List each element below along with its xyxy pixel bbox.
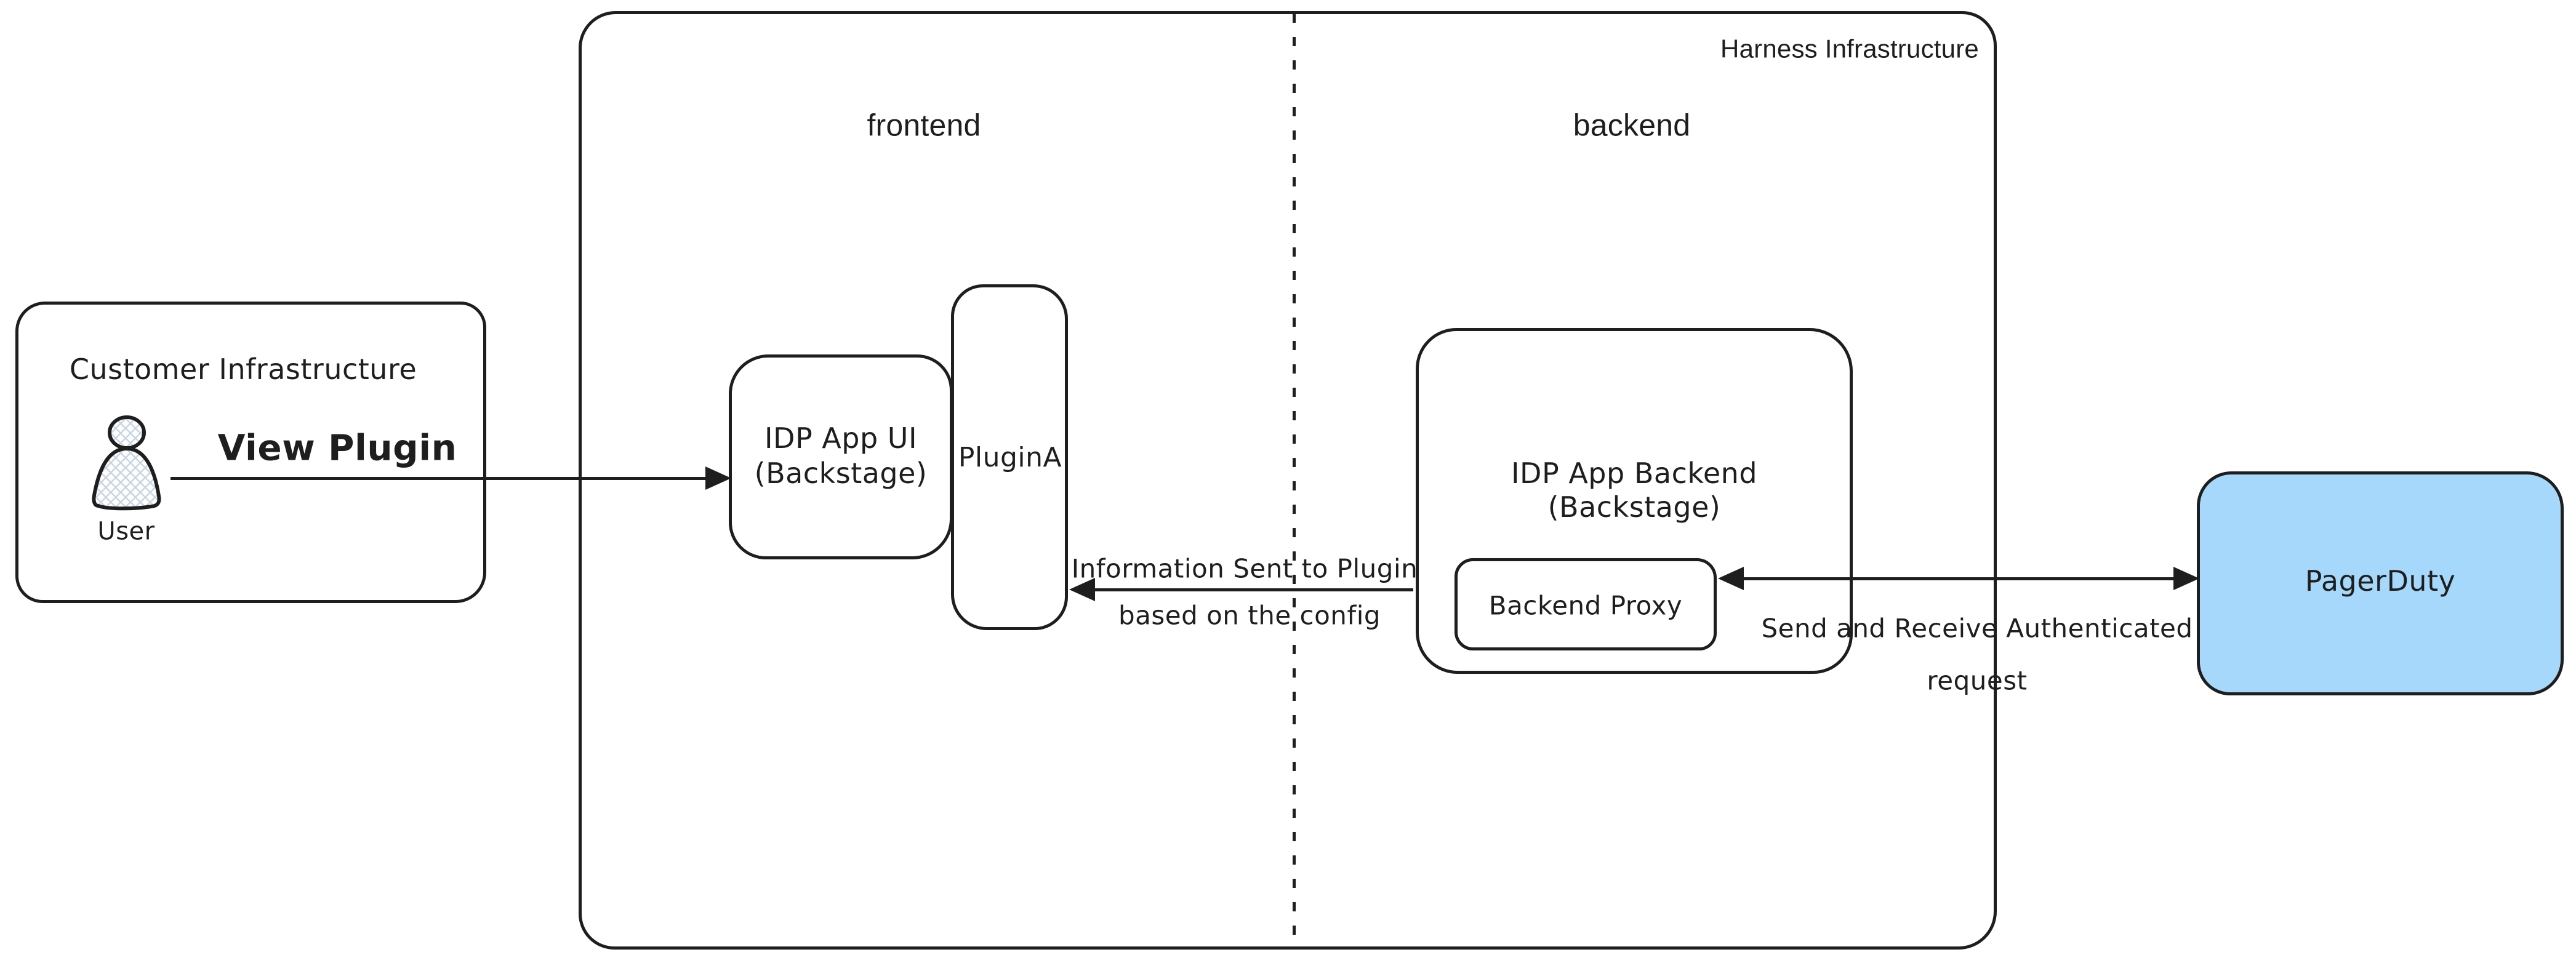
- info-to-plugin-arrow-line: [1094, 588, 1413, 591]
- view-plugin-arrow-line: [171, 477, 708, 480]
- view-plugin-arrow-label: View Plugin: [217, 426, 457, 469]
- plugin-a-box: [951, 284, 1068, 630]
- auth-request-label-line1: Send and Receive Authenticated: [1761, 613, 2193, 644]
- auth-request-label-line2: request: [1927, 665, 2028, 696]
- customer-infrastructure-box: [15, 302, 486, 603]
- user-icon: [92, 415, 161, 511]
- idp-app-backend-label: IDP App Backend (Backstage): [1511, 457, 1758, 524]
- backend-proxy-box: [1455, 558, 1717, 650]
- arrowhead-left-icon: [1069, 578, 1095, 601]
- pagerduty-label: PagerDuty: [2305, 564, 2456, 598]
- info-to-plugin-label-line1: Information Sent to Plugin: [1071, 553, 1418, 584]
- backend-section-label: backend: [1573, 108, 1691, 143]
- arrowhead-right-icon: [705, 466, 731, 490]
- backend-proxy-label: Backend Proxy: [1488, 590, 1683, 621]
- auth-request-arrow-line: [1743, 577, 2173, 580]
- frontend-section-label: frontend: [867, 108, 981, 143]
- idp-app-ui-box: [729, 354, 953, 559]
- user-label: User: [97, 517, 155, 546]
- arrowhead-left-icon: [1718, 567, 1744, 590]
- harness-infrastructure-label: Harness Infrastructure: [1720, 34, 1979, 63]
- plugin-a-label: PluginA: [958, 442, 1062, 474]
- frontend-backend-divider: [1293, 14, 1296, 947]
- info-to-plugin-label-line2: based on the config: [1118, 600, 1381, 631]
- idp-app-ui-label: IDP App UI (Backstage): [754, 422, 928, 490]
- arrowhead-right-icon: [2173, 567, 2199, 590]
- customer-infrastructure-label: Customer Infrastructure: [69, 352, 417, 386]
